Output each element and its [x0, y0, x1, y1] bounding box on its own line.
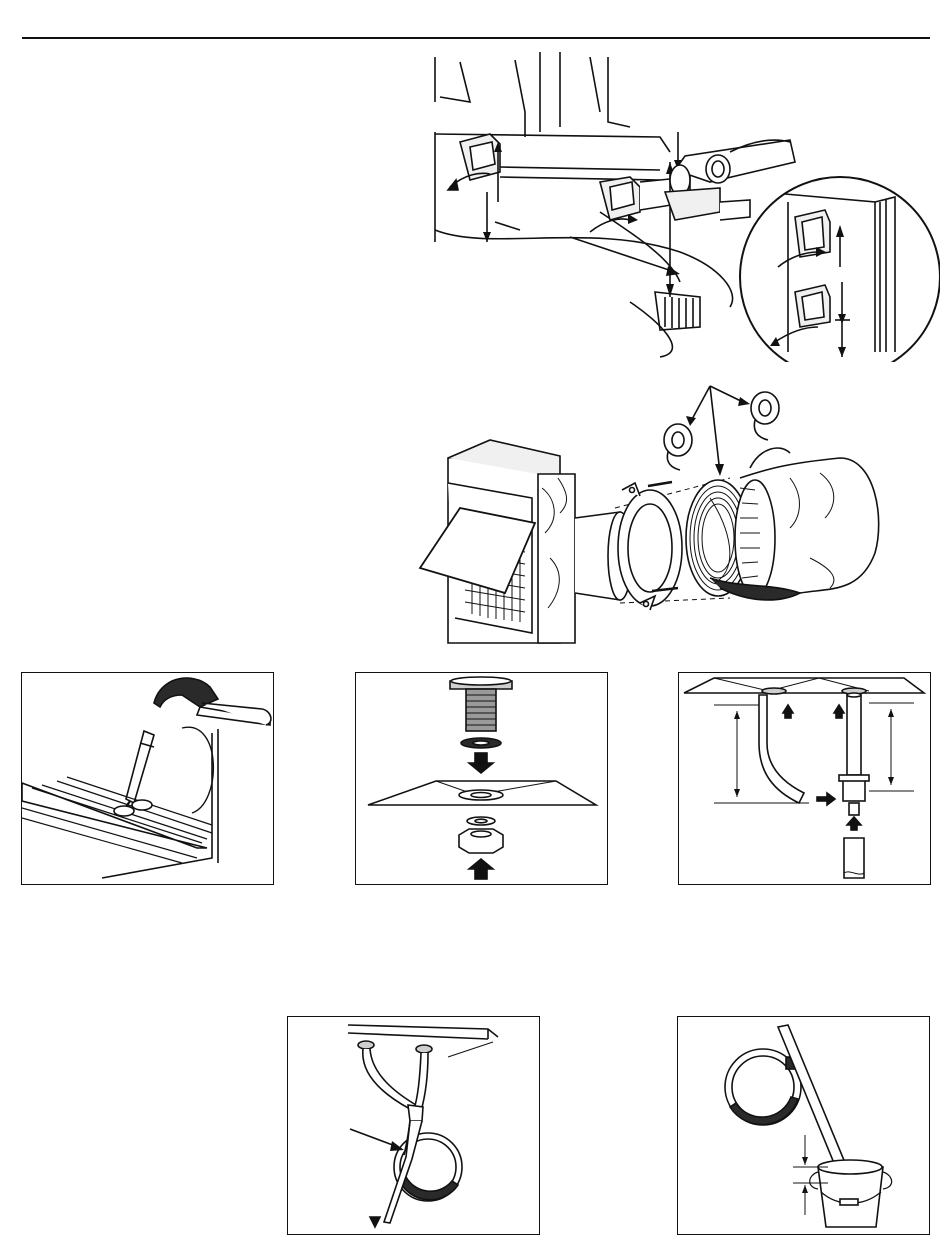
hammer-punch-icon: [22, 673, 272, 883]
hose-bucket-icon: [678, 1017, 928, 1233]
vent-assembly-figure: [410, 378, 890, 650]
drain-fitting-panel: [355, 672, 608, 885]
drain-fitting-icon: [356, 673, 606, 883]
header-rule: [22, 37, 930, 39]
vent-hood-mounting-icon: [430, 52, 940, 362]
hose-bucket-panel: [677, 1016, 930, 1235]
drain-hose-tee-icon: [679, 673, 929, 883]
vent-mounting-figure: [430, 52, 940, 362]
exploded-vent-assembly-icon: [410, 378, 890, 650]
hammer-punch-panel: [21, 672, 274, 885]
hose-trap-loop-icon: [288, 1017, 538, 1233]
hose-trap-loop-panel: [287, 1016, 540, 1235]
drain-hose-tee-panel: [678, 672, 931, 885]
